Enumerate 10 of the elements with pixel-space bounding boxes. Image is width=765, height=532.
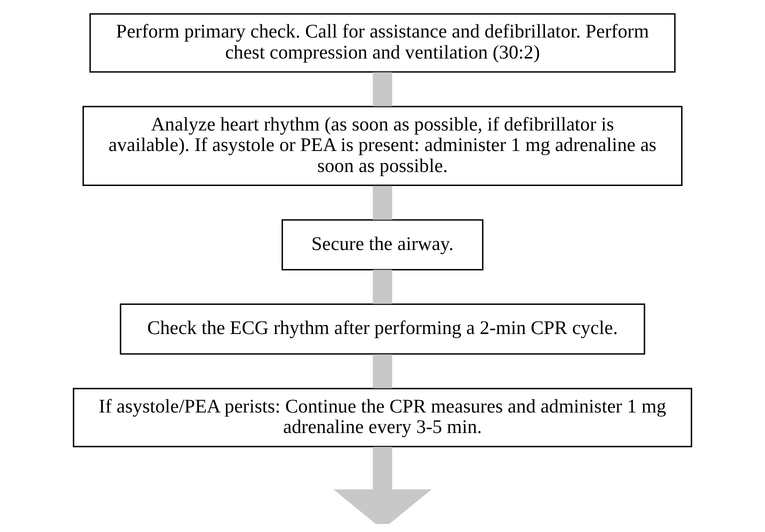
node-box: Perform primary check. Call for assistance and defibrillator. Perform chest compression and ventilation (30:2) — [89, 13, 676, 73]
node-box: Secure the airway. — [282, 219, 484, 270]
node-box: If asystole/PEA perists: Continue the CPR measures and administer 1 mg adrenaline every 3-5 min. — [72, 388, 692, 448]
arrow — [333, 446, 432, 524]
node-box: Check the ECG rhythm after performing a 2-min CPR cycle. — [120, 304, 646, 355]
connector — [372, 354, 392, 388]
connector — [372, 186, 392, 220]
node-box: Analyze heart rhythm (as soon as possible, if defibrillator is available). If asystole or PEA is present: administer 1 mg adrenaline as soon as possible. — [82, 106, 682, 186]
connector — [372, 270, 392, 304]
connector — [372, 72, 392, 106]
